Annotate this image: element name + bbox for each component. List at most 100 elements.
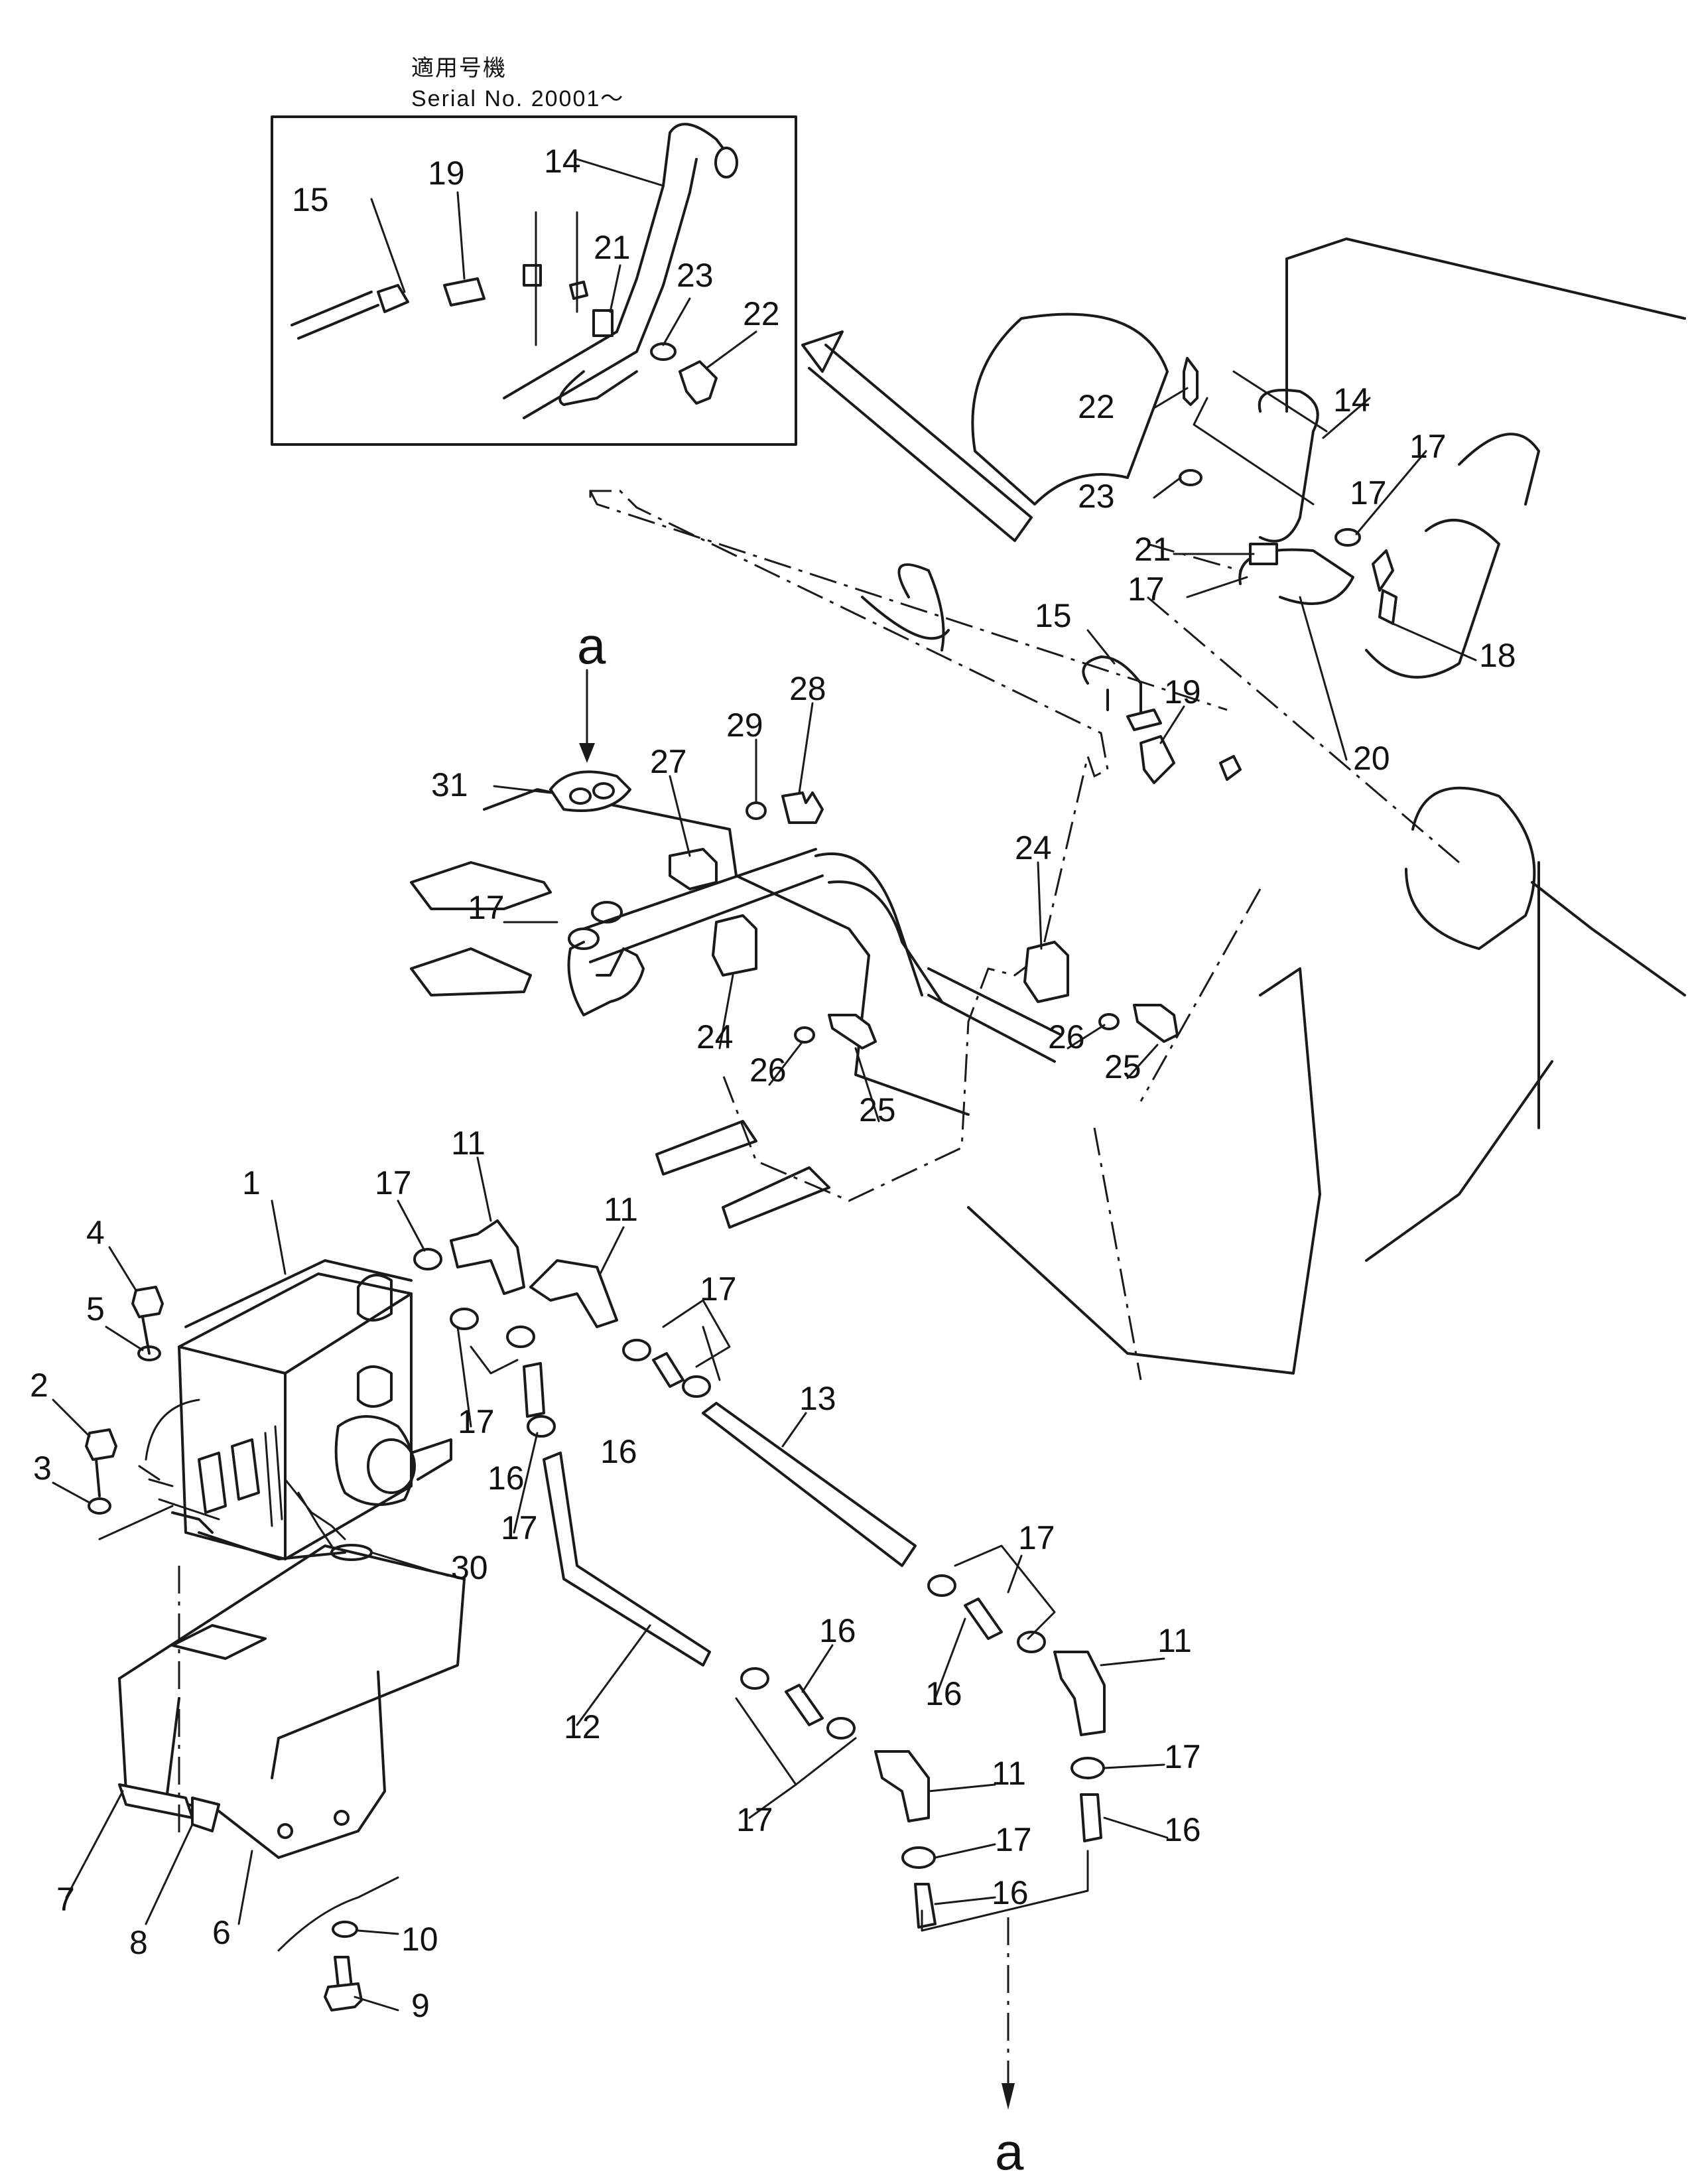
- callout-2: 2: [30, 1367, 48, 1404]
- inset-pointer-arrowhead: [801, 330, 844, 373]
- callout-24a: 24: [696, 1018, 734, 1056]
- clamp-17-b: [450, 1308, 479, 1330]
- clamp-17-frame: [568, 927, 600, 950]
- washer-3: [88, 1497, 111, 1515]
- phantom-line: [589, 490, 1460, 1381]
- hose-11-b: [529, 1259, 618, 1328]
- clamp-17-h: [826, 1717, 856, 1740]
- clamp-17-l: [1071, 1757, 1105, 1779]
- bracket-left-lower: [410, 947, 532, 996]
- leader-line: [934, 1896, 996, 1905]
- callout-17b: 17: [458, 1403, 495, 1440]
- callout-27: 27: [650, 743, 687, 780]
- group-bracket: [954, 1544, 1056, 1640]
- callout-28: 28: [789, 670, 826, 707]
- fitting-16-c: [785, 1684, 824, 1726]
- cover-hole: [334, 1810, 350, 1826]
- hose-network: [413, 1219, 1106, 2110]
- clamp-17-frame: [591, 901, 623, 923]
- inset-pipe-end: [714, 147, 738, 178]
- callout-22-inset: 22: [743, 295, 780, 332]
- hose-15-clamp: [1126, 709, 1162, 731]
- callout-17c: 17: [501, 1509, 538, 1546]
- washer-29: [746, 801, 767, 820]
- cover-top: [118, 1544, 466, 1740]
- callout-17d: 17: [700, 1270, 737, 1308]
- callout-11a: 11: [451, 1125, 486, 1162]
- heater-wiring: [284, 1478, 346, 1547]
- manifold: [1365, 433, 1540, 679]
- leader-line: [237, 1850, 253, 1925]
- heater-mount: [410, 1438, 452, 1481]
- leader-line: [798, 702, 814, 794]
- leader-line: [1159, 705, 1185, 744]
- callout-14-inset: 14: [544, 143, 581, 180]
- leader-line: [357, 1929, 399, 1935]
- callout-1: 1: [242, 1164, 261, 1201]
- callout-7: 7: [56, 1881, 75, 1918]
- upper-pipes: [1082, 357, 1397, 784]
- reference-arrowhead-top: [579, 743, 595, 763]
- fitting-16-e: [964, 1598, 1003, 1640]
- oil-filter: [1405, 786, 1536, 950]
- callout-21-inset: 21: [594, 229, 631, 266]
- t-fitting: [567, 941, 645, 1016]
- callout-23-inset: 23: [677, 257, 714, 294]
- leader-line: [52, 1399, 91, 1438]
- heater-edges: [178, 1292, 413, 1560]
- leader-line: [705, 330, 757, 370]
- plug: [1219, 755, 1242, 781]
- callout-20: 20: [1353, 740, 1390, 777]
- heater-fin-lines: [264, 1425, 283, 1527]
- inset-pointer-arrow: [808, 344, 1033, 542]
- inset-nut-small: [569, 281, 588, 300]
- heater-cover: [118, 1544, 466, 1952]
- callout-17k: 17: [1409, 428, 1447, 465]
- pipe-elbow-20: [1238, 548, 1354, 605]
- engine-lower: [967, 967, 1321, 1375]
- callout-10: 10: [401, 1921, 438, 1958]
- leader-line: [370, 1551, 449, 1577]
- leader-line: [748, 1783, 797, 1819]
- clamp-24-right: [1023, 941, 1069, 1003]
- callout-17a: 17: [375, 1164, 412, 1201]
- leader-line: [397, 1199, 426, 1252]
- heater-fins: [198, 1438, 260, 1514]
- pipe-14: [1258, 389, 1319, 543]
- callout-16e: 16: [1164, 1811, 1201, 1848]
- clamp-17-k: [1017, 1631, 1046, 1653]
- bolt-25-right: [1133, 1004, 1179, 1043]
- frame-feet: [655, 1120, 830, 1229]
- bolt-9-head: [324, 1982, 363, 2012]
- bracket-left-upper: [410, 861, 552, 910]
- grommet-31: [549, 770, 631, 812]
- cock-18: [1372, 549, 1397, 625]
- callout-17l: 17: [1350, 474, 1387, 512]
- callout-16a: 16: [487, 1460, 525, 1497]
- leader-line: [1103, 1816, 1169, 1839]
- leader-line: [52, 1481, 91, 1504]
- callout-9: 9: [411, 1987, 430, 2024]
- inset-pipe-14: [503, 123, 738, 419]
- callout-leaders: [52, 158, 1477, 2012]
- callout-17f: 17: [1164, 1738, 1201, 1775]
- callout-22: 22: [1078, 388, 1115, 425]
- washer-23: [1179, 469, 1202, 486]
- bolt-9-shank: [334, 1956, 353, 1988]
- callout-25a: 25: [859, 1091, 896, 1128]
- leader-line: [1153, 387, 1189, 409]
- leader-line: [934, 1843, 996, 1859]
- clamp-17-e: [622, 1339, 651, 1361]
- leader-line: [702, 1326, 721, 1381]
- hose-12: [543, 1452, 711, 1667]
- reference-arrowhead-bottom: [1002, 2083, 1015, 2110]
- grommet-hole: [569, 787, 592, 805]
- engine-block-top: [1285, 238, 1686, 413]
- callout-19-inset: 19: [428, 155, 465, 192]
- leader-line: [1100, 1657, 1165, 1667]
- hose-15: [1082, 655, 1142, 718]
- leader-line: [271, 1199, 287, 1275]
- applicable-model-label: 適用号機: [411, 56, 507, 81]
- callout-17g: 17: [995, 1821, 1032, 1858]
- fitting-16-b: [652, 1352, 684, 1388]
